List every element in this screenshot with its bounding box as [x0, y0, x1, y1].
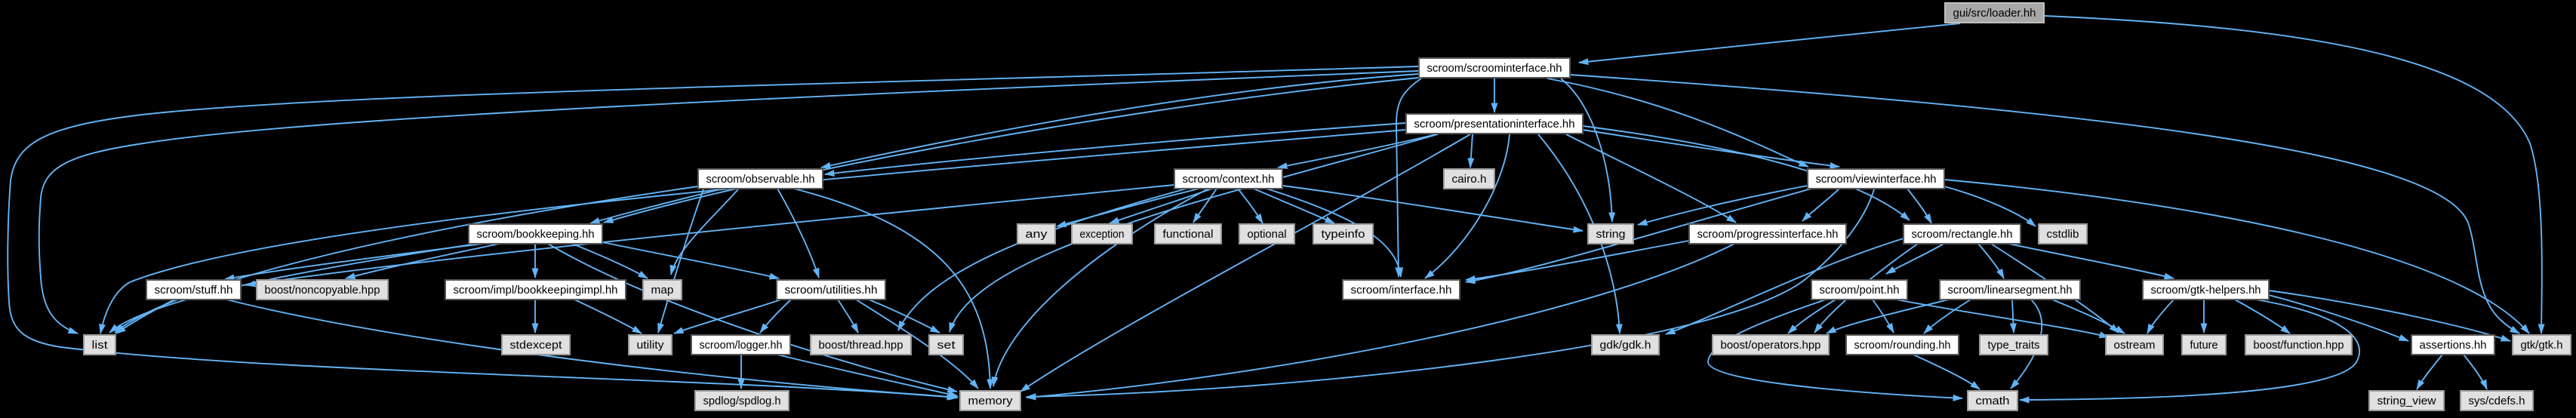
svg-text:any: any [1026, 229, 1048, 241]
svg-text:scroom/rectangle.hh: scroom/rectangle.hh [1912, 229, 2013, 241]
svg-text:functional: functional [1163, 229, 1214, 241]
svg-text:map: map [651, 284, 674, 297]
svg-text:typeinfo: typeinfo [1322, 229, 1365, 241]
svg-text:string_view: string_view [2377, 395, 2437, 407]
svg-text:scroom/point.hh: scroom/point.hh [1820, 284, 1900, 297]
svg-text:scroom/stuff.hh: scroom/stuff.hh [155, 284, 233, 297]
svg-text:scroom/logger.hh: scroom/logger.hh [700, 340, 783, 352]
svg-text:scroom/scroominterface.hh: scroom/scroominterface.hh [1427, 63, 1562, 75]
svg-text:utility: utility [637, 340, 665, 352]
svg-text:scroom/rounding.hh: scroom/rounding.hh [1854, 340, 1951, 352]
svg-text:set: set [937, 340, 956, 352]
svg-text:cairo.h: cairo.h [1452, 174, 1487, 186]
svg-text:scroom/context.hh: scroom/context.hh [1183, 174, 1275, 186]
svg-text:stdexcept: stdexcept [510, 340, 562, 352]
svg-text:sys/cdefs.h: sys/cdefs.h [2469, 395, 2525, 407]
svg-text:exception: exception [1080, 229, 1125, 241]
svg-text:scroom/gtk-helpers.hh: scroom/gtk-helpers.hh [2151, 284, 2261, 297]
svg-text:string: string [1596, 229, 1626, 241]
svg-text:gtk/gtk.h: gtk/gtk.h [2521, 340, 2563, 352]
svg-text:cmath: cmath [1976, 395, 2010, 407]
svg-text:gdk/gdk.h: gdk/gdk.h [1600, 340, 1651, 352]
svg-text:scroom/impl/bookkeepingimpl.hh: scroom/impl/bookkeepingimpl.hh [454, 284, 618, 297]
svg-text:scroom/bookkeeping.hh: scroom/bookkeeping.hh [477, 229, 595, 241]
svg-text:future: future [2190, 340, 2218, 352]
svg-text:boost/function.hpp: boost/function.hpp [2254, 340, 2344, 352]
svg-text:boost/noncopyable.hpp: boost/noncopyable.hpp [265, 284, 380, 297]
svg-text:spdlog/spdlog.h: spdlog/spdlog.h [703, 395, 781, 407]
svg-text:scroom/progressinterface.hh: scroom/progressinterface.hh [1697, 229, 1839, 241]
svg-text:optional: optional [1248, 229, 1287, 241]
svg-text:gui/src/loader.hh: gui/src/loader.hh [1953, 8, 2036, 20]
svg-text:scroom/presentationinterface.h: scroom/presentationinterface.hh [1414, 118, 1575, 131]
svg-text:scroom/linearsegment.hh: scroom/linearsegment.hh [1948, 284, 2073, 297]
svg-text:list: list [92, 340, 108, 352]
svg-text:scroom/viewinterface.hh: scroom/viewinterface.hh [1816, 174, 1937, 186]
svg-text:type_traits: type_traits [1988, 340, 2040, 352]
svg-text:cstdlib: cstdlib [2047, 229, 2079, 241]
svg-text:boost/thread.hpp: boost/thread.hpp [819, 340, 903, 352]
svg-text:boost/operators.hpp: boost/operators.hpp [1721, 340, 1821, 352]
svg-text:scroom/utilities.hh: scroom/utilities.hh [785, 284, 878, 297]
svg-text:ostream: ostream [2114, 340, 2156, 352]
svg-text:assertions.hh: assertions.hh [2420, 340, 2487, 352]
svg-text:scroom/observable.hh: scroom/observable.hh [706, 174, 815, 186]
svg-text:scroom/interface.hh: scroom/interface.hh [1351, 284, 1452, 297]
svg-text:memory: memory [968, 395, 1014, 407]
